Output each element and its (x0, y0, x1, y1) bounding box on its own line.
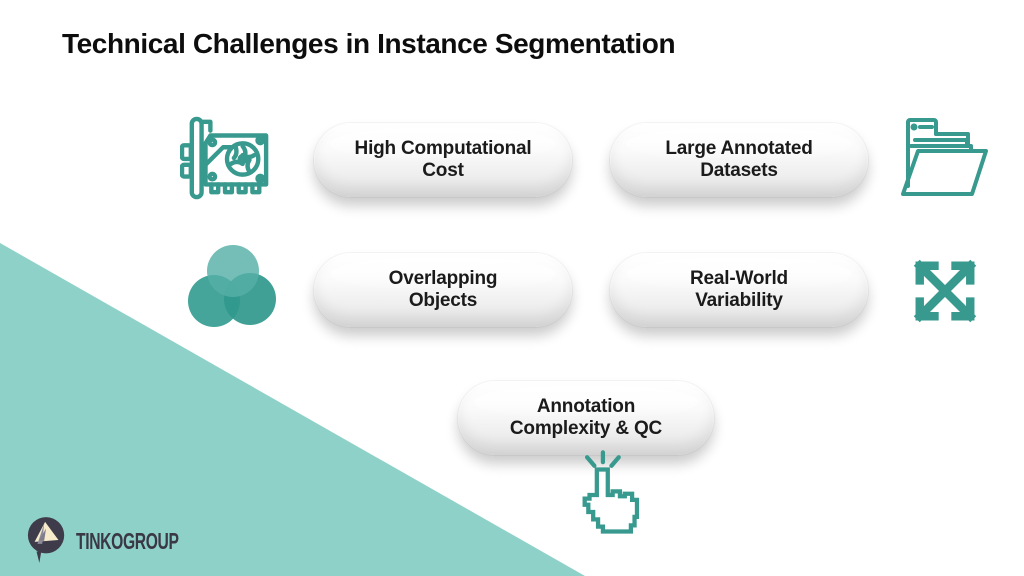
brand-logo-text: TINKOGROUP (76, 527, 179, 554)
pill-label: Real-World Variability (690, 267, 788, 311)
click-cursor-icon (582, 450, 640, 534)
overlapping-circles-icon (188, 245, 276, 327)
challenge-pill-annotation-complexity-qc[interactable]: Annotation Complexity & QC (458, 381, 714, 455)
gpu-card-icon (180, 116, 269, 200)
challenge-pill-overlapping-objects[interactable]: Overlapping Objects (314, 253, 572, 327)
challenge-pill-high-computational-cost[interactable]: High Computational Cost (314, 123, 572, 197)
brand-logo-icon (27, 517, 65, 563)
expand-arrows-icon (913, 259, 977, 323)
challenge-pill-real-world-variability[interactable]: Real-World Variability (610, 253, 868, 327)
pill-label: Large Annotated Datasets (665, 137, 813, 181)
pill-label: Overlapping Objects (388, 267, 498, 311)
pill-label: Annotation Complexity & QC (509, 395, 663, 439)
folder-documents-icon (901, 118, 988, 196)
challenge-pill-large-annotated-datasets[interactable]: Large Annotated Datasets (610, 123, 868, 197)
page-title: Technical Challenges in Instance Segment… (62, 28, 676, 59)
brand-logo: TINKOGROUP (26, 514, 227, 566)
pill-label: High Computational Cost (354, 137, 532, 181)
